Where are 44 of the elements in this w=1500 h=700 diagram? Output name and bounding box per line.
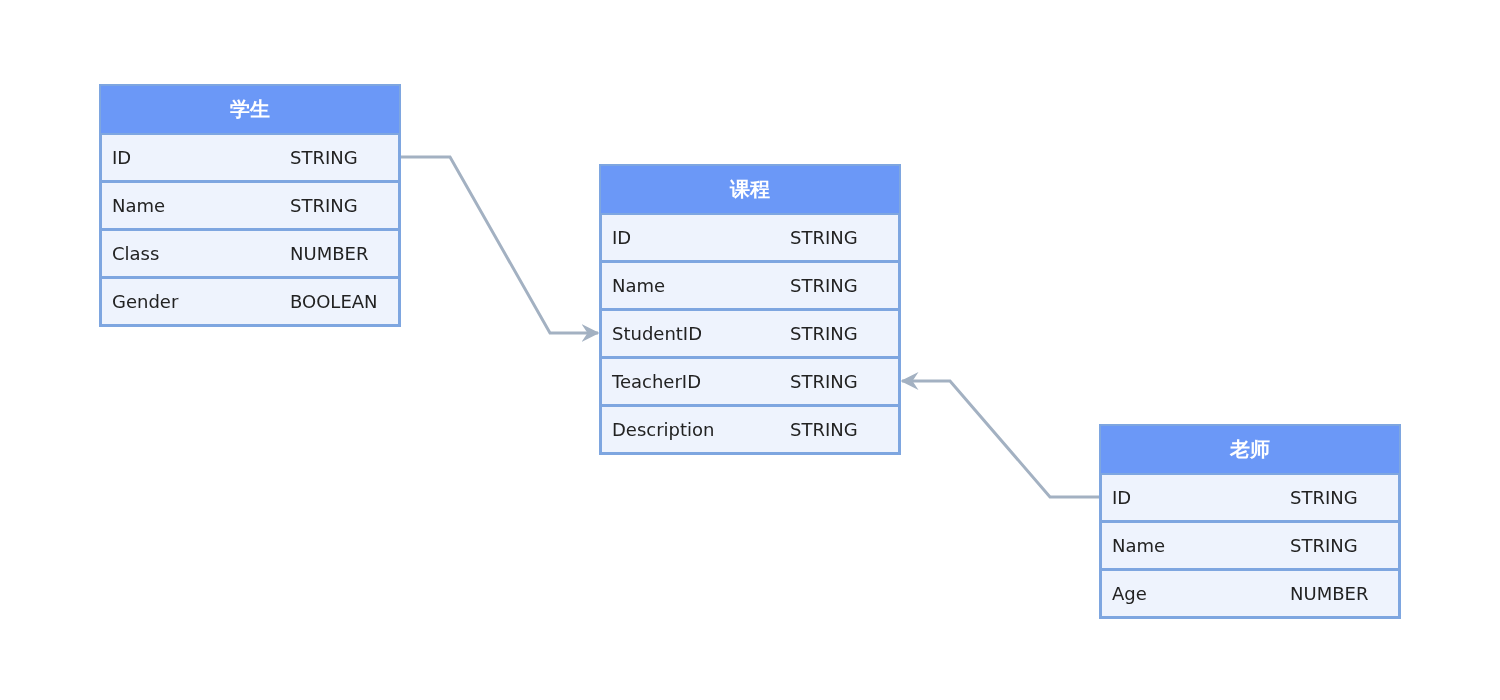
field-type: STRING <box>290 146 358 170</box>
field-name: Class <box>112 242 160 266</box>
field-name: Name <box>612 274 666 298</box>
table-row <box>1100 521 1400 570</box>
field-type: STRING <box>790 322 858 346</box>
table-row <box>100 277 400 326</box>
table-row <box>600 357 900 406</box>
field-type: BOOLEAN <box>290 290 378 314</box>
entity-table <box>599 164 901 455</box>
connector-arrow <box>900 372 1100 499</box>
table-row <box>600 261 900 310</box>
connector-arrow <box>400 155 600 342</box>
table-header: 课程 <box>600 165 900 214</box>
field-name: Gender <box>112 290 179 314</box>
table-row <box>600 405 900 454</box>
field-type: STRING <box>790 418 858 442</box>
field-type: STRING <box>1290 486 1358 510</box>
entity-table <box>1099 424 1401 619</box>
table-row <box>1100 569 1400 618</box>
field-name: StudentID <box>612 322 703 346</box>
table-row <box>100 181 400 230</box>
field-name: Age <box>1112 582 1147 606</box>
table-row <box>600 309 900 358</box>
field-name: TeacherID <box>612 370 701 394</box>
field-type: NUMBER <box>290 242 369 266</box>
field-name: ID <box>112 146 132 170</box>
table-row <box>600 213 900 262</box>
field-name: Name <box>1112 534 1166 558</box>
table-row <box>1100 473 1400 522</box>
field-type: STRING <box>290 194 358 218</box>
table-header: 老师 <box>1100 425 1400 474</box>
field-name: ID <box>1112 486 1132 510</box>
field-type: STRING <box>790 274 858 298</box>
table-header: 学生 <box>100 85 400 134</box>
field-type: NUMBER <box>1290 582 1369 606</box>
table-row <box>100 133 400 182</box>
entity-table <box>99 84 401 327</box>
field-name: Description <box>612 418 715 442</box>
field-type: STRING <box>790 370 858 394</box>
field-type: STRING <box>790 226 858 250</box>
field-name: ID <box>612 226 632 250</box>
field-type: STRING <box>1290 534 1358 558</box>
table-row <box>100 229 400 278</box>
field-name: Name <box>112 194 166 218</box>
